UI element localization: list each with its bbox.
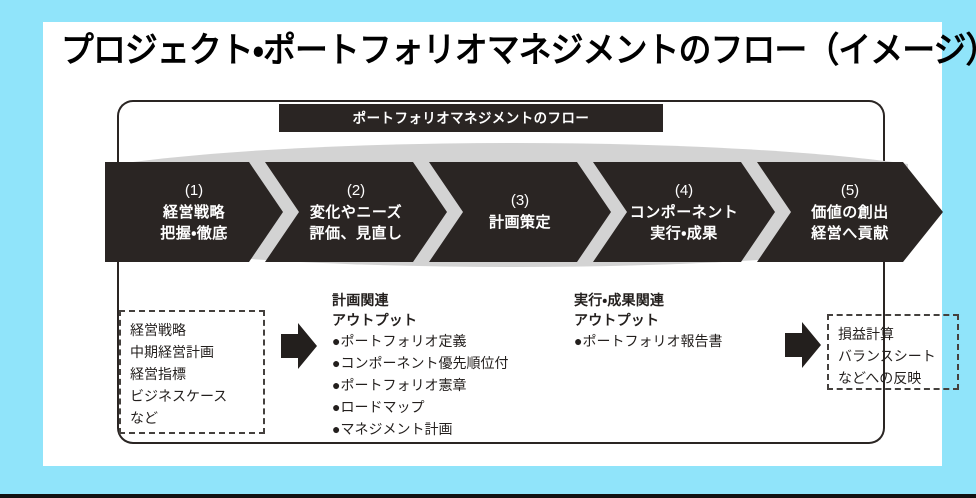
step-5-line1: 価値の創出 — [811, 203, 889, 221]
inputs-line-3: 経営指標 — [130, 366, 186, 382]
plan-outputs-group: 計画関連 アウトプット ●ポートフォリオ定義 ●コンポーネント優先順位付 ●ポー… — [332, 290, 508, 440]
exec-output-item: ●ポートフォリオ報告書 — [574, 333, 723, 349]
step-2-line1: 変化やニーズ — [309, 203, 403, 221]
exec-to-results-arrow-icon — [785, 322, 821, 368]
results-line-3: などへの反映 — [838, 370, 922, 386]
results-line-2: バランスシート — [838, 348, 936, 364]
inputs-line-5: など — [130, 410, 158, 426]
inputs-box: 経営戦略 中期経営計画 経営指標 ビジネスケース など — [119, 310, 265, 434]
exec-outputs-heading-1: 実行・成果関連 — [574, 292, 665, 308]
flow-banner-label: ポートフォリオマネジメントのフロー — [279, 104, 663, 132]
process-chevron-row: (1) 経営戦略 把握・徹底 (2) 変化やニーズ 評価、見直し (3) 計画策… — [105, 162, 943, 262]
loop-bracket-bottom — [117, 406, 885, 444]
inputs-line-1: 経営戦略 — [130, 322, 186, 338]
step-3-line1: 計画策定 — [488, 214, 551, 231]
plan-output-item: ●ポートフォリオ定義 — [332, 333, 467, 349]
exec-outputs-heading-2: アウトプット — [574, 312, 660, 328]
process-step-1[interactable]: (1) 経営戦略 把握・徹底 — [105, 162, 283, 262]
page-title: プロジェクト・ポートフォリオマネジメントのフロー（イメージ） — [61, 31, 976, 70]
plan-outputs-heading-1: 計画関連 — [332, 292, 389, 308]
process-step-2[interactable]: (2) 変化やニーズ 評価、見直し — [265, 162, 447, 262]
plan-output-item: ●マネジメント計画 — [332, 421, 453, 437]
diagram-panel: プロジェクト・ポートフォリオマネジメントのフロー（イメージ） ポートフォリオマネ… — [43, 22, 976, 466]
loop-bracket-right-line — [883, 134, 885, 408]
step-2-number: (2) — [346, 181, 366, 199]
step-5-number: (5) — [840, 181, 860, 199]
process-step-3[interactable]: (3) 計画策定 — [429, 162, 611, 262]
step-1-line1: 経営戦略 — [162, 203, 225, 221]
step-1-number: (1) — [184, 181, 204, 199]
plan-outputs-heading-2: アウトプット — [332, 312, 418, 328]
plan-output-item: ●ロードマップ — [332, 399, 425, 415]
inputs-line-4: ビジネスケース — [130, 388, 228, 404]
bottom-rule — [0, 494, 976, 498]
inputs-line-2: 中期経営計画 — [130, 344, 214, 360]
step-4-line2: 実行・成果 — [650, 224, 718, 242]
results-box: 損益計算 バランスシート などへの反映 — [827, 314, 959, 390]
exec-outputs-group: 実行・成果関連 アウトプット ●ポートフォリオ報告書 — [574, 290, 722, 352]
step-2-line2: 評価、見直し — [309, 224, 403, 242]
loop-bracket-left-line — [117, 134, 119, 408]
process-step-5[interactable]: (5) 価値の創出 経営へ貢献 — [757, 162, 943, 262]
step-4-line1: コンポーネント — [629, 203, 739, 221]
step-5-line2: 経営へ貢献 — [811, 224, 889, 242]
plan-output-item: ●ポートフォリオ憲章 — [332, 377, 467, 393]
results-line-1: 損益計算 — [838, 326, 894, 342]
plan-output-item: ●コンポーネント優先順位付 — [332, 355, 509, 371]
step-4-number: (4) — [674, 181, 694, 199]
loop-bracket-top — [117, 100, 885, 136]
inputs-to-plan-arrow-icon — [281, 323, 317, 369]
step-1-line2: 把握・徹底 — [160, 224, 228, 242]
process-step-4[interactable]: (4) コンポーネント 実行・成果 — [593, 162, 775, 262]
step-3-number: (3) — [510, 192, 530, 209]
